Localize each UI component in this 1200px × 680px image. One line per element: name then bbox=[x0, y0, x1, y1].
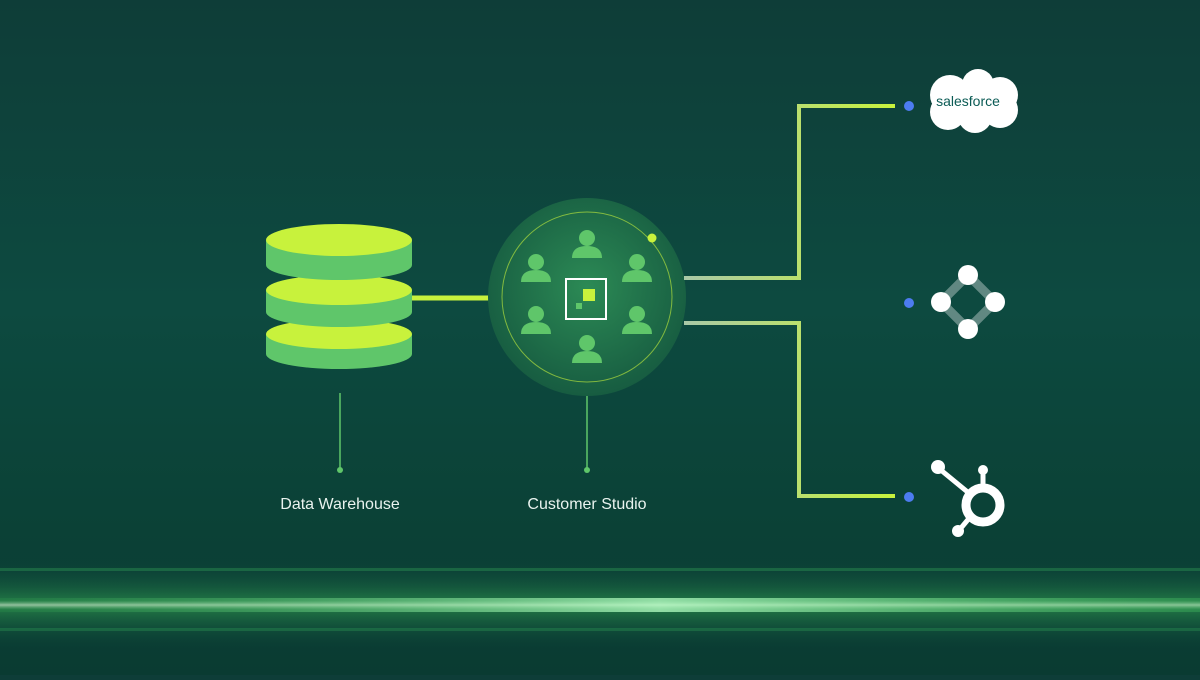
customer-studio-node bbox=[488, 198, 686, 396]
connector-dots bbox=[904, 101, 914, 502]
user-icon bbox=[521, 306, 551, 334]
connectors bbox=[684, 104, 895, 498]
salesforce-logo-text: salesforce bbox=[936, 93, 1000, 109]
user-icon bbox=[622, 254, 652, 282]
hubspot-sprocket-icon bbox=[931, 460, 1005, 537]
diamond-dots-icon bbox=[931, 265, 1005, 339]
studio-stem-dot bbox=[584, 467, 590, 473]
salesforce-cloud-icon bbox=[930, 69, 1018, 133]
user-icon bbox=[572, 335, 602, 363]
warehouse-stem-dot bbox=[337, 467, 343, 473]
user-icon bbox=[622, 306, 652, 334]
glow-band bbox=[0, 560, 1200, 650]
connector-dot bbox=[904, 492, 914, 502]
data-warehouse-label: Data Warehouse bbox=[280, 496, 400, 513]
connector-hubspot bbox=[684, 321, 895, 498]
user-icons bbox=[521, 230, 652, 363]
database-icon bbox=[266, 224, 412, 369]
user-icon bbox=[521, 254, 551, 282]
studio-logo-box bbox=[565, 278, 607, 320]
connector-dot bbox=[904, 298, 914, 308]
user-icon bbox=[572, 230, 602, 258]
connector-salesforce bbox=[684, 104, 895, 280]
connector-dot bbox=[904, 101, 914, 111]
customer-studio-label: Customer Studio bbox=[527, 496, 647, 513]
